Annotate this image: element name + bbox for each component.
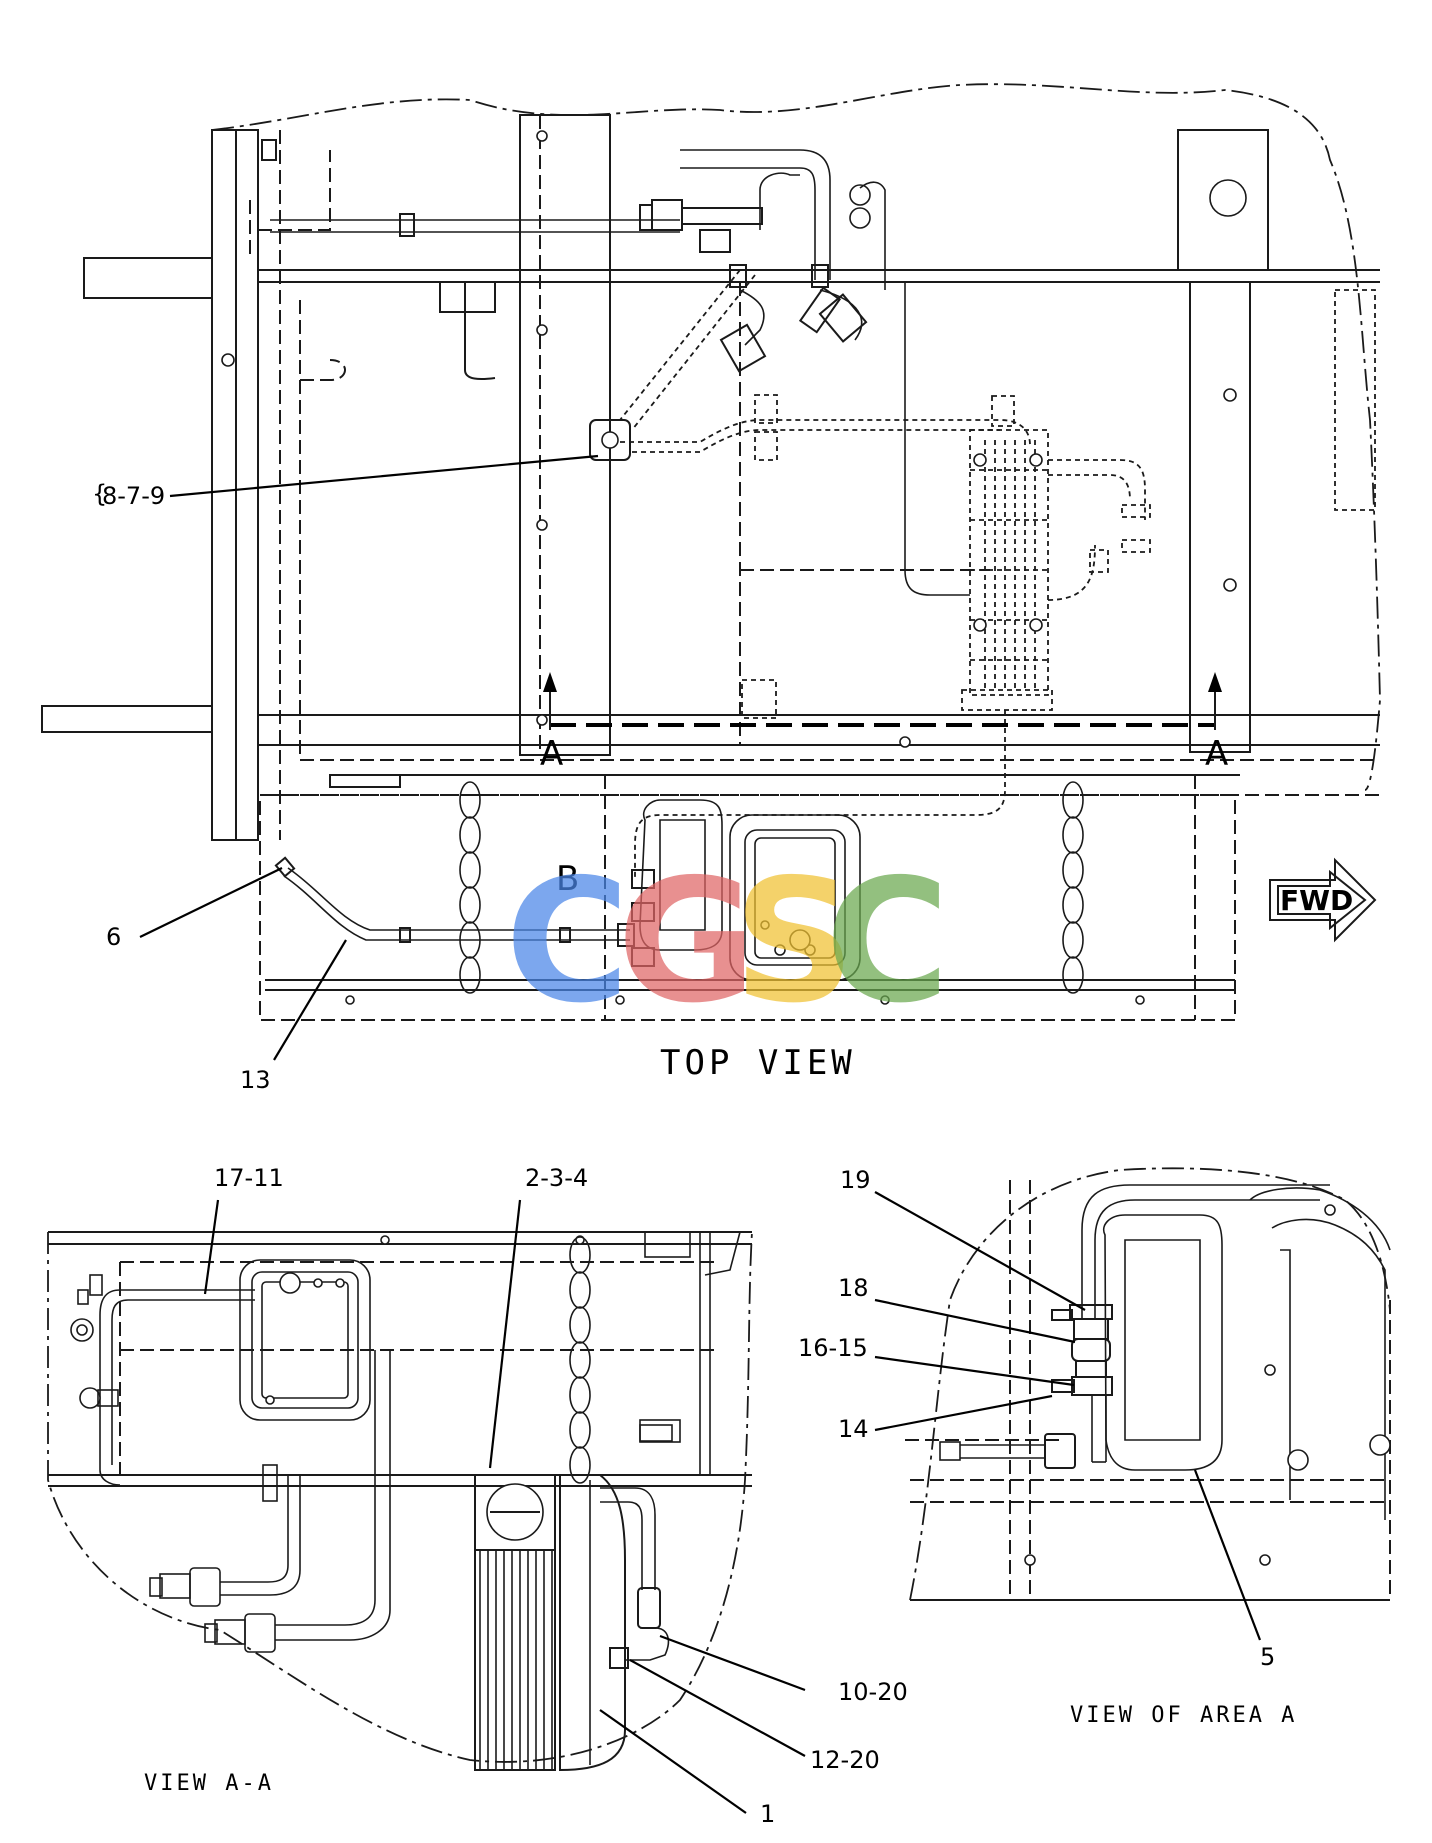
tank-cover <box>729 814 861 981</box>
top-view-caption: TOP VIEW <box>660 1043 856 1083</box>
callout-12-20: 12-20 <box>810 1746 880 1774</box>
view-of-area-a: 19 18 16-15 14 5 VIEW OF AREA A <box>798 1166 1391 1728</box>
watermark-letter: C <box>825 843 950 1041</box>
callout-1: 1 <box>760 1800 775 1828</box>
left-stub-upper <box>83 257 213 299</box>
right-bracket <box>1177 129 1269 271</box>
callout-14: 14 <box>838 1415 869 1443</box>
callout-8-7-9-bracket: { <box>92 480 107 508</box>
callout-5: 5 <box>1260 1643 1275 1671</box>
view-a-a-outline <box>47 1231 753 1763</box>
watermark-letter: G <box>617 843 757 1041</box>
callout-16-15: 16-15 <box>798 1334 868 1362</box>
callout-18: 18 <box>838 1274 869 1302</box>
callout-8-7-9: 8-7-9 <box>102 482 165 510</box>
detail-b-label: B <box>556 859 579 899</box>
oil-cooler-view-a-a <box>474 1474 670 1772</box>
callout-10-20: 10-20 <box>838 1678 908 1706</box>
section-a-right: A <box>1205 734 1228 774</box>
fwd-label: FWD <box>1280 884 1353 917</box>
hose-clip <box>589 419 631 461</box>
fwd-arrow: FWD <box>1269 857 1377 943</box>
chain-left <box>459 781 481 994</box>
left-stub-lower <box>41 705 213 733</box>
watermark-letter: S <box>733 843 855 1041</box>
chain-view-a-a <box>569 1236 591 1484</box>
top-view-outline <box>211 83 1381 791</box>
view-a-a-caption: VIEW A-A <box>144 1771 274 1796</box>
oil-cooler-top <box>634 282 1151 880</box>
section-a-left: A <box>540 734 563 774</box>
chain-right <box>1062 781 1084 994</box>
right-post <box>1189 281 1251 753</box>
view-of-area-a-caption: VIEW OF AREA A <box>1070 1703 1297 1728</box>
callout-17-11: 17-11 <box>214 1164 284 1192</box>
cover-plate <box>1103 1214 1223 1471</box>
watermark-letter: C <box>505 843 630 1041</box>
watermark-logo: C G S C <box>505 843 950 1041</box>
area-a-outline <box>909 1167 1391 1601</box>
callout-13: 13 <box>240 1066 271 1094</box>
top-view: FWD A A B { 8-7-9 6 13 TOP VIEW <box>41 83 1381 1094</box>
callout-6: 6 <box>106 923 121 951</box>
callout-2-3-4: 2-3-4 <box>525 1164 588 1192</box>
view-a-a: 17-11 2-3-4 10-20 12-20 1 VIEW A-A <box>47 1164 908 1828</box>
callout-19: 19 <box>840 1166 871 1194</box>
left-post <box>519 114 611 756</box>
